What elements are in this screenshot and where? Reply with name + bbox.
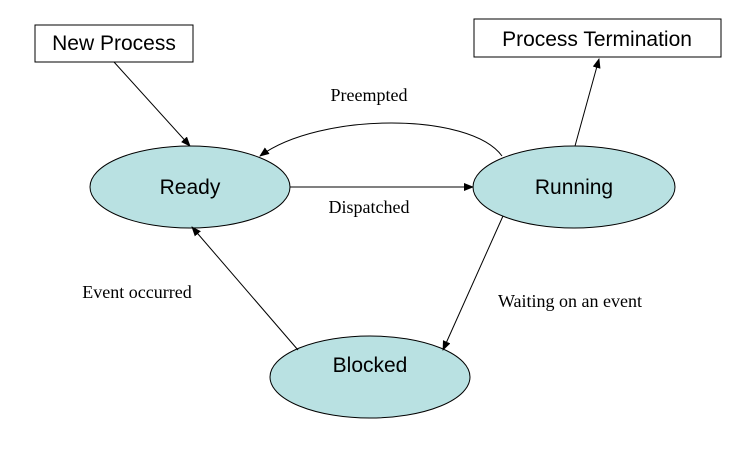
running-state: Running — [472, 145, 676, 229]
running-state-label: Running — [535, 176, 613, 199]
ready-state-label: Ready — [160, 176, 221, 199]
running-to-termination-arrow — [574, 58, 601, 147]
waiting-on-event-label: Waiting on an event — [498, 291, 642, 311]
new-process-box: New Process — [34, 24, 194, 63]
blocked-state-label: Blocked — [333, 354, 408, 377]
blocked-state: Blocked — [269, 335, 471, 419]
event-occurred-label: Event occurred — [82, 282, 191, 302]
dispatched-label: Dispatched — [329, 197, 410, 217]
preempted-label: Preempted — [331, 85, 408, 105]
ready-state: Ready — [89, 145, 291, 229]
waiting-arrow — [442, 215, 504, 351]
process-termination-label: Process Termination — [502, 28, 692, 51]
new-to-ready-arrow — [113, 61, 191, 147]
preempted-arrow — [259, 122, 503, 157]
process-termination-box: Process Termination — [473, 18, 722, 58]
new-process-label: New Process — [52, 32, 176, 55]
event-occurred-arrow — [191, 226, 299, 351]
